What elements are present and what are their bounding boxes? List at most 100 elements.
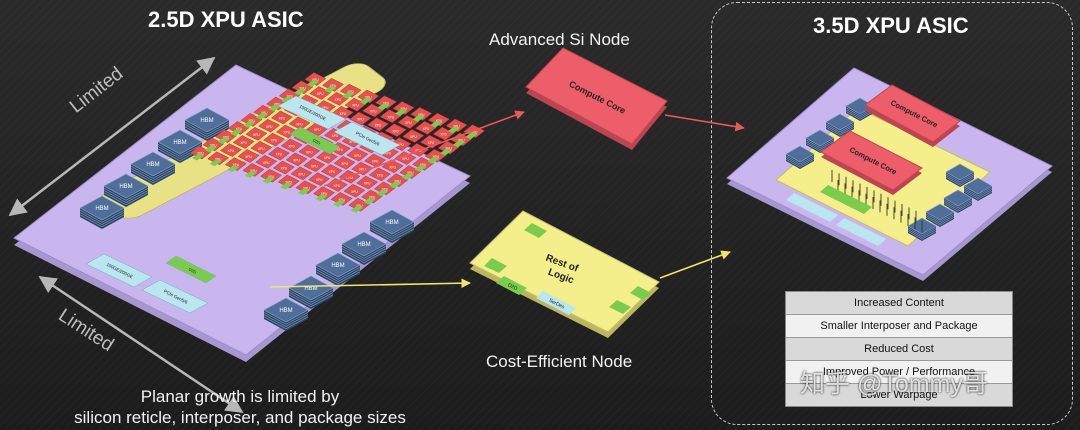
d2d-top-shape: [289, 126, 341, 155]
hbm-stack: HBM: [263, 297, 309, 331]
xpu-tile-shape: [308, 172, 331, 186]
hbm-layer: [945, 173, 975, 183]
hbm-side: [786, 154, 814, 169]
hbm-stack: [785, 145, 815, 169]
xpu-tile-shape: [325, 178, 348, 192]
io-top-right: PCIe Gen5/6: [333, 121, 401, 156]
hbm-stack: HBM: [369, 209, 415, 243]
hbm-layer: [184, 126, 230, 140]
xpu-tile-label: XPU: [250, 169, 257, 173]
xpu-tile: XPU: [344, 97, 367, 112]
xpu-tile-label: XPU: [400, 107, 407, 111]
compute-core-2-die: [820, 130, 923, 191]
xpu-tile: XPU: [303, 158, 326, 172]
hbm-stack: HBM: [341, 231, 387, 265]
xpu-tile-label: XPU: [298, 172, 305, 176]
xpu-tile-label: XPU: [288, 145, 295, 149]
xpu-tile-label: XPU: [215, 157, 222, 161]
arrow-to-rest-of-logic: [269, 278, 471, 288]
xpu-tile-label: XPU: [349, 140, 356, 144]
rest-logic-d2d-bar: [496, 276, 527, 295]
rest-of-logic-chiplet: Rest of Logic D2D SerDes: [469, 210, 660, 338]
xpu-tile-label: XPU: [381, 187, 388, 191]
hbm-top: [315, 252, 361, 278]
xpu-tile-shape: [298, 144, 321, 159]
hbm-top: [825, 113, 855, 131]
xpu-tile: XPU: [356, 175, 379, 190]
xpu-tile-label: XPU: [440, 133, 447, 137]
d2d-pad: [401, 172, 414, 181]
hbm-layer: [785, 158, 815, 168]
xpu-tile-shape: [379, 109, 402, 124]
d2d-pad: [294, 87, 307, 96]
xpu-tile: XPU: [397, 115, 420, 129]
xpu-tile-shape: [356, 175, 379, 190]
d2d-pad: [447, 125, 460, 134]
d2d-pad: [377, 102, 390, 111]
xpu-tile-shape: [309, 86, 332, 100]
xpu-tile: XPU: [224, 157, 247, 173]
xpu-tile-label: XPU: [407, 171, 414, 175]
hbm-layer: [945, 176, 975, 186]
xpu-tile-label: XPU: [394, 179, 401, 183]
benefit-item: Smaller Interposer and Package: [786, 314, 1012, 337]
xpu-tile-shape: [237, 149, 260, 163]
d2d-pad: [342, 91, 355, 99]
hbm-layer: [785, 155, 815, 165]
watermark: 知乎 @Tommy哥: [800, 370, 988, 398]
xpu-tile-shape: [316, 150, 338, 164]
xpu-tile-shape: [250, 140, 273, 155]
xpu-tile: XPU: [240, 113, 263, 128]
xpu-tile: XPU: [374, 95, 397, 111]
hbm-layer: [825, 126, 855, 136]
xpu-tile-shape: [285, 152, 308, 167]
rest-logic-d2d-pad-b: [484, 258, 507, 273]
xpu-tile: XPU: [402, 129, 425, 143]
hbm-layer: [103, 190, 149, 203]
xpu-tile-shape: [232, 135, 255, 149]
hbm-layer: [907, 230, 937, 240]
d2d-pad: [414, 164, 427, 172]
box-3-5d: [711, 2, 1073, 425]
hbm-label: HBM: [357, 242, 370, 248]
xpu-tile-label: XPU: [240, 141, 247, 145]
xpu-tile-label: XPU: [338, 198, 345, 202]
hbm-layer: [288, 292, 334, 305]
xpu-tile: XPU: [326, 92, 349, 106]
hbm-top: [925, 203, 955, 221]
d2d-pad: [268, 104, 281, 112]
hbm-top: [288, 275, 334, 301]
xpu-tile: XPU: [410, 107, 433, 122]
xpu-tile: XPU: [295, 180, 318, 196]
xpu-tile: XPU: [242, 163, 265, 178]
io-top-left-shape: [277, 95, 347, 130]
io-bottom-left-shape: [85, 253, 153, 288]
xpu-tile: XPU: [280, 138, 303, 153]
d2d-pad: [452, 139, 465, 148]
hbm-stack: [925, 203, 955, 227]
xpu-tile-shape: [402, 129, 425, 143]
xpu-tile-label: XPU: [383, 101, 390, 105]
xpu-tile: XPU: [399, 165, 422, 181]
hbm-stack: HBM: [103, 173, 149, 207]
d2d-pad: [412, 114, 425, 122]
hbm-layer: [825, 123, 855, 133]
xpu-tile-label: XPU: [322, 106, 329, 110]
xpu-tile-label: XPU: [352, 104, 359, 108]
xpu-tile-shape: [407, 143, 430, 157]
xpu-tile-label: XPU: [375, 123, 382, 127]
hbm-side: [964, 186, 992, 201]
chip-3-5d: Compute Core Compute Core: [726, 67, 1053, 281]
arrow-compute-to-3-5d: [664, 114, 745, 132]
xpu-tile-label: XPU: [266, 125, 273, 129]
hbm-layer: [845, 110, 875, 120]
xpu-tile-shape: [343, 183, 366, 198]
xpu-tile-shape: [346, 147, 369, 162]
xpu-tile-shape: [270, 110, 293, 125]
hbm-layer: [263, 311, 309, 325]
xpu-tile-label: XPU: [410, 135, 417, 139]
xpu-tile-shape: [397, 115, 420, 129]
xpu-tile-label: XPU: [232, 163, 239, 167]
d2d-pad: [333, 199, 346, 207]
